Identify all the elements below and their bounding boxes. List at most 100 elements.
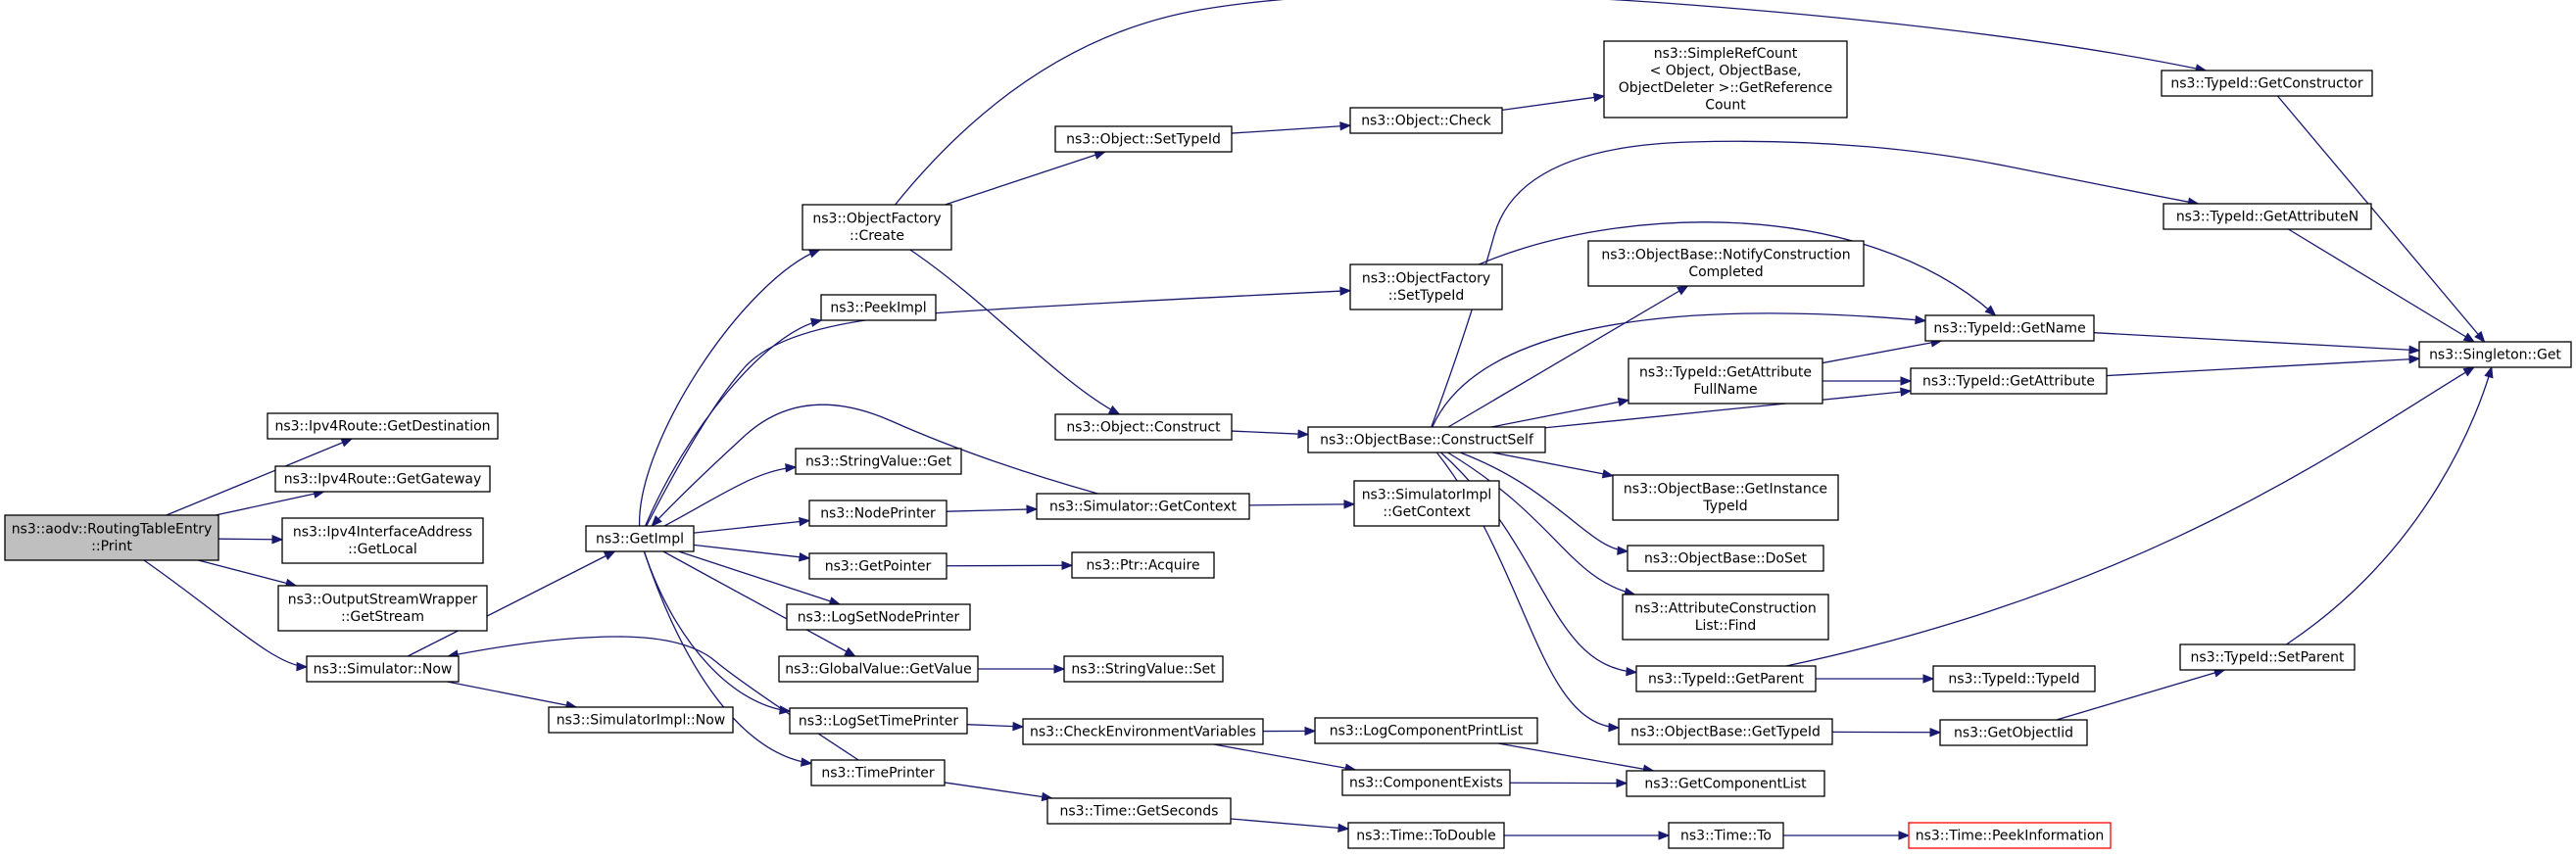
node-object-settypeid-label: ns3::Object::SetTypeId: [1066, 131, 1221, 147]
node-getobjectiid[interactable]: ns3::GetObjectIid: [1939, 719, 2088, 746]
edge-obgettypeid-to-getobjiid: [1831, 727, 1942, 738]
node-typeid-setparent-label: ns3::TypeId::SetParent: [2191, 649, 2345, 665]
edge-arrowhead: [1900, 376, 1913, 386]
edge-timeto-to-timepeekinfo: [1783, 831, 1911, 840]
node-nodeprinter-label: ns3::NodePrinter: [820, 505, 936, 521]
node-outputstreamwrapper-getstream-label: ::GetStream: [341, 609, 424, 625]
edge-arrowhead: [1304, 726, 1317, 737]
node-logcomponentprintlist[interactable]: ns3::LogComponentPrintList: [1314, 717, 1538, 744]
node-time-peekinformation[interactable]: ns3::Time::PeekInformation: [1908, 822, 2112, 849]
node-logsetnodeprinter[interactable]: ns3::LogSetNodePrinter: [786, 603, 971, 631]
node-timeprinter[interactable]: ns3::TimePrinter: [810, 759, 946, 786]
node-singleton-get-label: ns3::Singleton::Get: [2429, 347, 2561, 362]
edge-arrowhead: [1061, 560, 1074, 571]
node-typeid-getname-box: [1924, 314, 2095, 342]
node-getcomponentlist[interactable]: ns3::GetComponentList: [1626, 770, 1825, 797]
node-simplerefcount-getreferencecount-box: [1603, 40, 1848, 119]
edge-arrowhead: [2484, 365, 2494, 379]
node-ptr-acquire-label: ns3::Ptr::Acquire: [1086, 557, 1199, 573]
node-typeid-setparent-box: [2179, 643, 2356, 671]
node-globalvalue-getvalue-label: ns3::GlobalValue::GetValue: [785, 661, 971, 677]
edge-obconstructself-to-getattr: [1544, 387, 1913, 429]
node-simulator-getcontext[interactable]: ns3::Simulator::GetContext: [1036, 493, 1250, 520]
node-objectbase-constructself-box: [1307, 426, 1546, 453]
node-typeid-getparent[interactable]: ns3::TypeId::GetParent: [1635, 665, 1817, 692]
edge-ofsettypeid-to-getname: [1479, 221, 1997, 316]
node-objectfactory-create[interactable]: ns3::ObjectFactory::Create: [802, 204, 952, 251]
node-getpointer-label: ns3::GetPointer: [825, 558, 932, 574]
node-ipv4interfaceaddress-getlocal[interactable]: ns3::Ipv4InterfaceAddress::GetLocal: [281, 517, 484, 564]
node-typeid-getattribute[interactable]: ns3::TypeId::GetAttribute: [1910, 367, 2108, 395]
node-simplerefcount-getreferencecount-label: < Object, ObjectBase,: [1650, 64, 1802, 79]
edge-arrowhead: [2462, 366, 2476, 377]
node-stringvalue-set[interactable]: ns3::StringValue::Set: [1063, 655, 1224, 683]
edge-arrowhead: [1601, 469, 1615, 479]
node-routingtableentry-print[interactable]: ns3::aodv::RoutingTableEntry::Print: [4, 514, 219, 561]
node-typeid-setparent[interactable]: ns3::TypeId::SetParent: [2179, 643, 2356, 671]
node-time-to[interactable]: ns3::Time::To: [1668, 822, 1784, 849]
edge-getimpl-to-nodeprinter: [693, 516, 811, 534]
node-routingtableentry-print-label: ns3::aodv::RoutingTableEntry: [12, 522, 213, 538]
node-objectbase-gettypeid[interactable]: ns3::ObjectBase::GetTypeId: [1618, 718, 1833, 745]
edge-objconstruct-to-obconstructself: [1231, 429, 1310, 439]
node-objectbase-doset[interactable]: ns3::ObjectBase::DoSet: [1627, 545, 1824, 572]
node-outputstreamwrapper-getstream[interactable]: ns3::OutputStreamWrapper::GetStream: [277, 585, 488, 632]
node-typeid-getattributen[interactable]: ns3::TypeId::GetAttributeN: [2163, 203, 2372, 230]
edge-print-to-getlocal: [218, 535, 284, 545]
edge-arrowhead: [1900, 387, 1913, 397]
node-getcomponentlist-label: ns3::GetComponentList: [1644, 776, 1807, 791]
node-logsettimeprinter-label: ns3::LogSetTimePrinter: [799, 713, 959, 729]
node-object-check[interactable]: ns3::Object::Check: [1349, 107, 1503, 134]
edge-arrowhead: [800, 757, 813, 767]
node-singleton-get[interactable]: ns3::Singleton::Get: [2418, 341, 2572, 368]
node-objectbase-constructself[interactable]: ns3::ObjectBase::ConstructSelf: [1307, 426, 1546, 453]
node-logsetnodeprinter-box: [786, 603, 971, 631]
edge-arrowhead: [1922, 674, 1935, 684]
node-logsetnodeprinter-label: ns3::LogSetNodePrinter: [798, 609, 960, 625]
node-typeid-getname-label: ns3::TypeId::GetName: [1933, 320, 2085, 336]
node-object-construct[interactable]: ns3::Object::Construct: [1054, 413, 1233, 441]
node-logsettimeprinter[interactable]: ns3::LogSetTimePrinter: [789, 707, 968, 735]
node-object-settypeid[interactable]: ns3::Object::SetTypeId: [1054, 125, 1233, 153]
node-simulator-now[interactable]: ns3::Simulator::Now: [306, 655, 460, 683]
node-time-todouble[interactable]: ns3::Time::ToDouble: [1347, 822, 1505, 849]
node-stringvalue-get[interactable]: ns3::StringValue::Get: [795, 448, 962, 475]
node-object-construct-label: ns3::Object::Construct: [1066, 419, 1221, 435]
node-time-getseconds-label: ns3::Time::GetSeconds: [1060, 803, 1219, 819]
node-attributeconstructionlist-find-box: [1622, 594, 1829, 641]
node-getimpl[interactable]: ns3::GetImpl: [585, 525, 695, 552]
node-singleton-get-box: [2418, 341, 2572, 368]
node-ipv4route-getgateway[interactable]: ns3::Ipv4Route::GetGateway: [274, 465, 491, 493]
node-componentexists[interactable]: ns3::ComponentExists: [1341, 769, 1511, 796]
node-ptr-acquire[interactable]: ns3::Ptr::Acquire: [1071, 551, 1215, 579]
node-getpointer[interactable]: ns3::GetPointer: [808, 552, 948, 580]
edge-layer: [143, 0, 2494, 840]
node-typeid-getname[interactable]: ns3::TypeId::GetName: [1924, 314, 2095, 342]
node-getcomponentlist-box: [1626, 770, 1825, 797]
node-objectbase-notifyconstructioncompleted[interactable]: ns3::ObjectBase::NotifyConstructionCompl…: [1587, 240, 1865, 287]
node-simulatorimpl-getcontext[interactable]: ns3::SimulatorImpl::GetContext: [1353, 480, 1500, 527]
node-time-getseconds[interactable]: ns3::Time::GetSeconds: [1046, 797, 1232, 825]
node-componentexists-box: [1341, 769, 1511, 796]
node-typeid-getconstructor[interactable]: ns3::TypeId::GetConstructor: [2161, 70, 2373, 97]
node-checkenvironmentvariables[interactable]: ns3::CheckEnvironmentVariables: [1022, 718, 1264, 745]
edge-arrowhead: [2462, 332, 2476, 343]
node-ipv4route-getdestination[interactable]: ns3::Ipv4Route::GetDestination: [267, 412, 499, 440]
node-peekimpl[interactable]: ns3::PeekImpl: [820, 294, 937, 321]
node-objectfactory-settypeid-box: [1349, 263, 1503, 310]
node-object-check-box: [1349, 107, 1503, 134]
edge-getimpl-to-getpointer: [693, 544, 811, 562]
node-simplerefcount-getreferencecount[interactable]: ns3::SimpleRefCount< Object, ObjectBase,…: [1603, 40, 1848, 119]
node-getimpl-box: [585, 525, 695, 552]
node-simulatorimpl-now[interactable]: ns3::SimulatorImpl::Now: [548, 706, 734, 734]
node-typeid-typeid[interactable]: ns3::TypeId::TypeId: [1932, 665, 2096, 692]
node-globalvalue-getvalue[interactable]: ns3::GlobalValue::GetValue: [778, 655, 979, 683]
node-typeid-typeid-label: ns3::TypeId::TypeId: [1948, 671, 2079, 687]
edge-simgetctx-to-getimpl: [651, 404, 1098, 527]
node-objectfactory-settypeid[interactable]: ns3::ObjectFactory::SetTypeId: [1349, 263, 1503, 310]
node-nodeprinter[interactable]: ns3::NodePrinter: [808, 500, 948, 527]
